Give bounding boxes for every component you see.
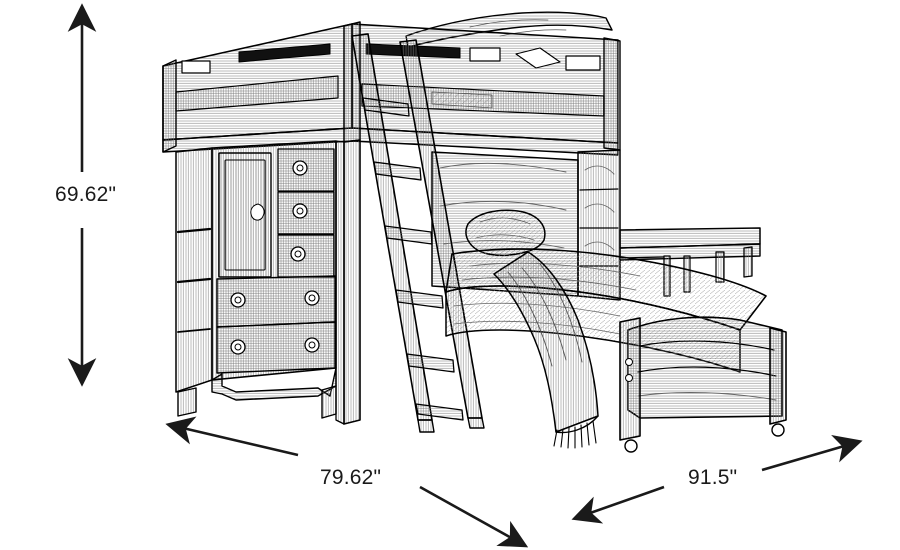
upper-bunk [162, 11, 621, 156]
footboard-post-right [769, 327, 787, 425]
lower-bed [445, 209, 787, 453]
pillow [465, 209, 546, 256]
throw-blanket [493, 251, 599, 433]
blanket-fringe [553, 420, 597, 449]
depth-arrow-right [419, 485, 529, 548]
caster-left [624, 439, 638, 453]
center-support-post [335, 139, 361, 425]
dresser-drawers-lower [216, 275, 336, 374]
width-arrow-right [761, 434, 863, 472]
bookcase-side [175, 147, 213, 393]
depth-arrow-left [165, 416, 299, 457]
upper-bunk-rail-right [351, 23, 619, 144]
dimension-arrows [67, 3, 863, 548]
height-dimension-label: 69.62" [55, 183, 117, 206]
width-arrow-left [571, 485, 665, 524]
dresser-cabinet-door [218, 152, 272, 278]
dresser-drawers-upper [277, 148, 335, 278]
width-dimension-label: 91.5" [688, 466, 738, 489]
depth-dimension-label: 79.62" [320, 466, 382, 489]
caster-right [771, 423, 785, 437]
dresser-chest [175, 140, 337, 419]
